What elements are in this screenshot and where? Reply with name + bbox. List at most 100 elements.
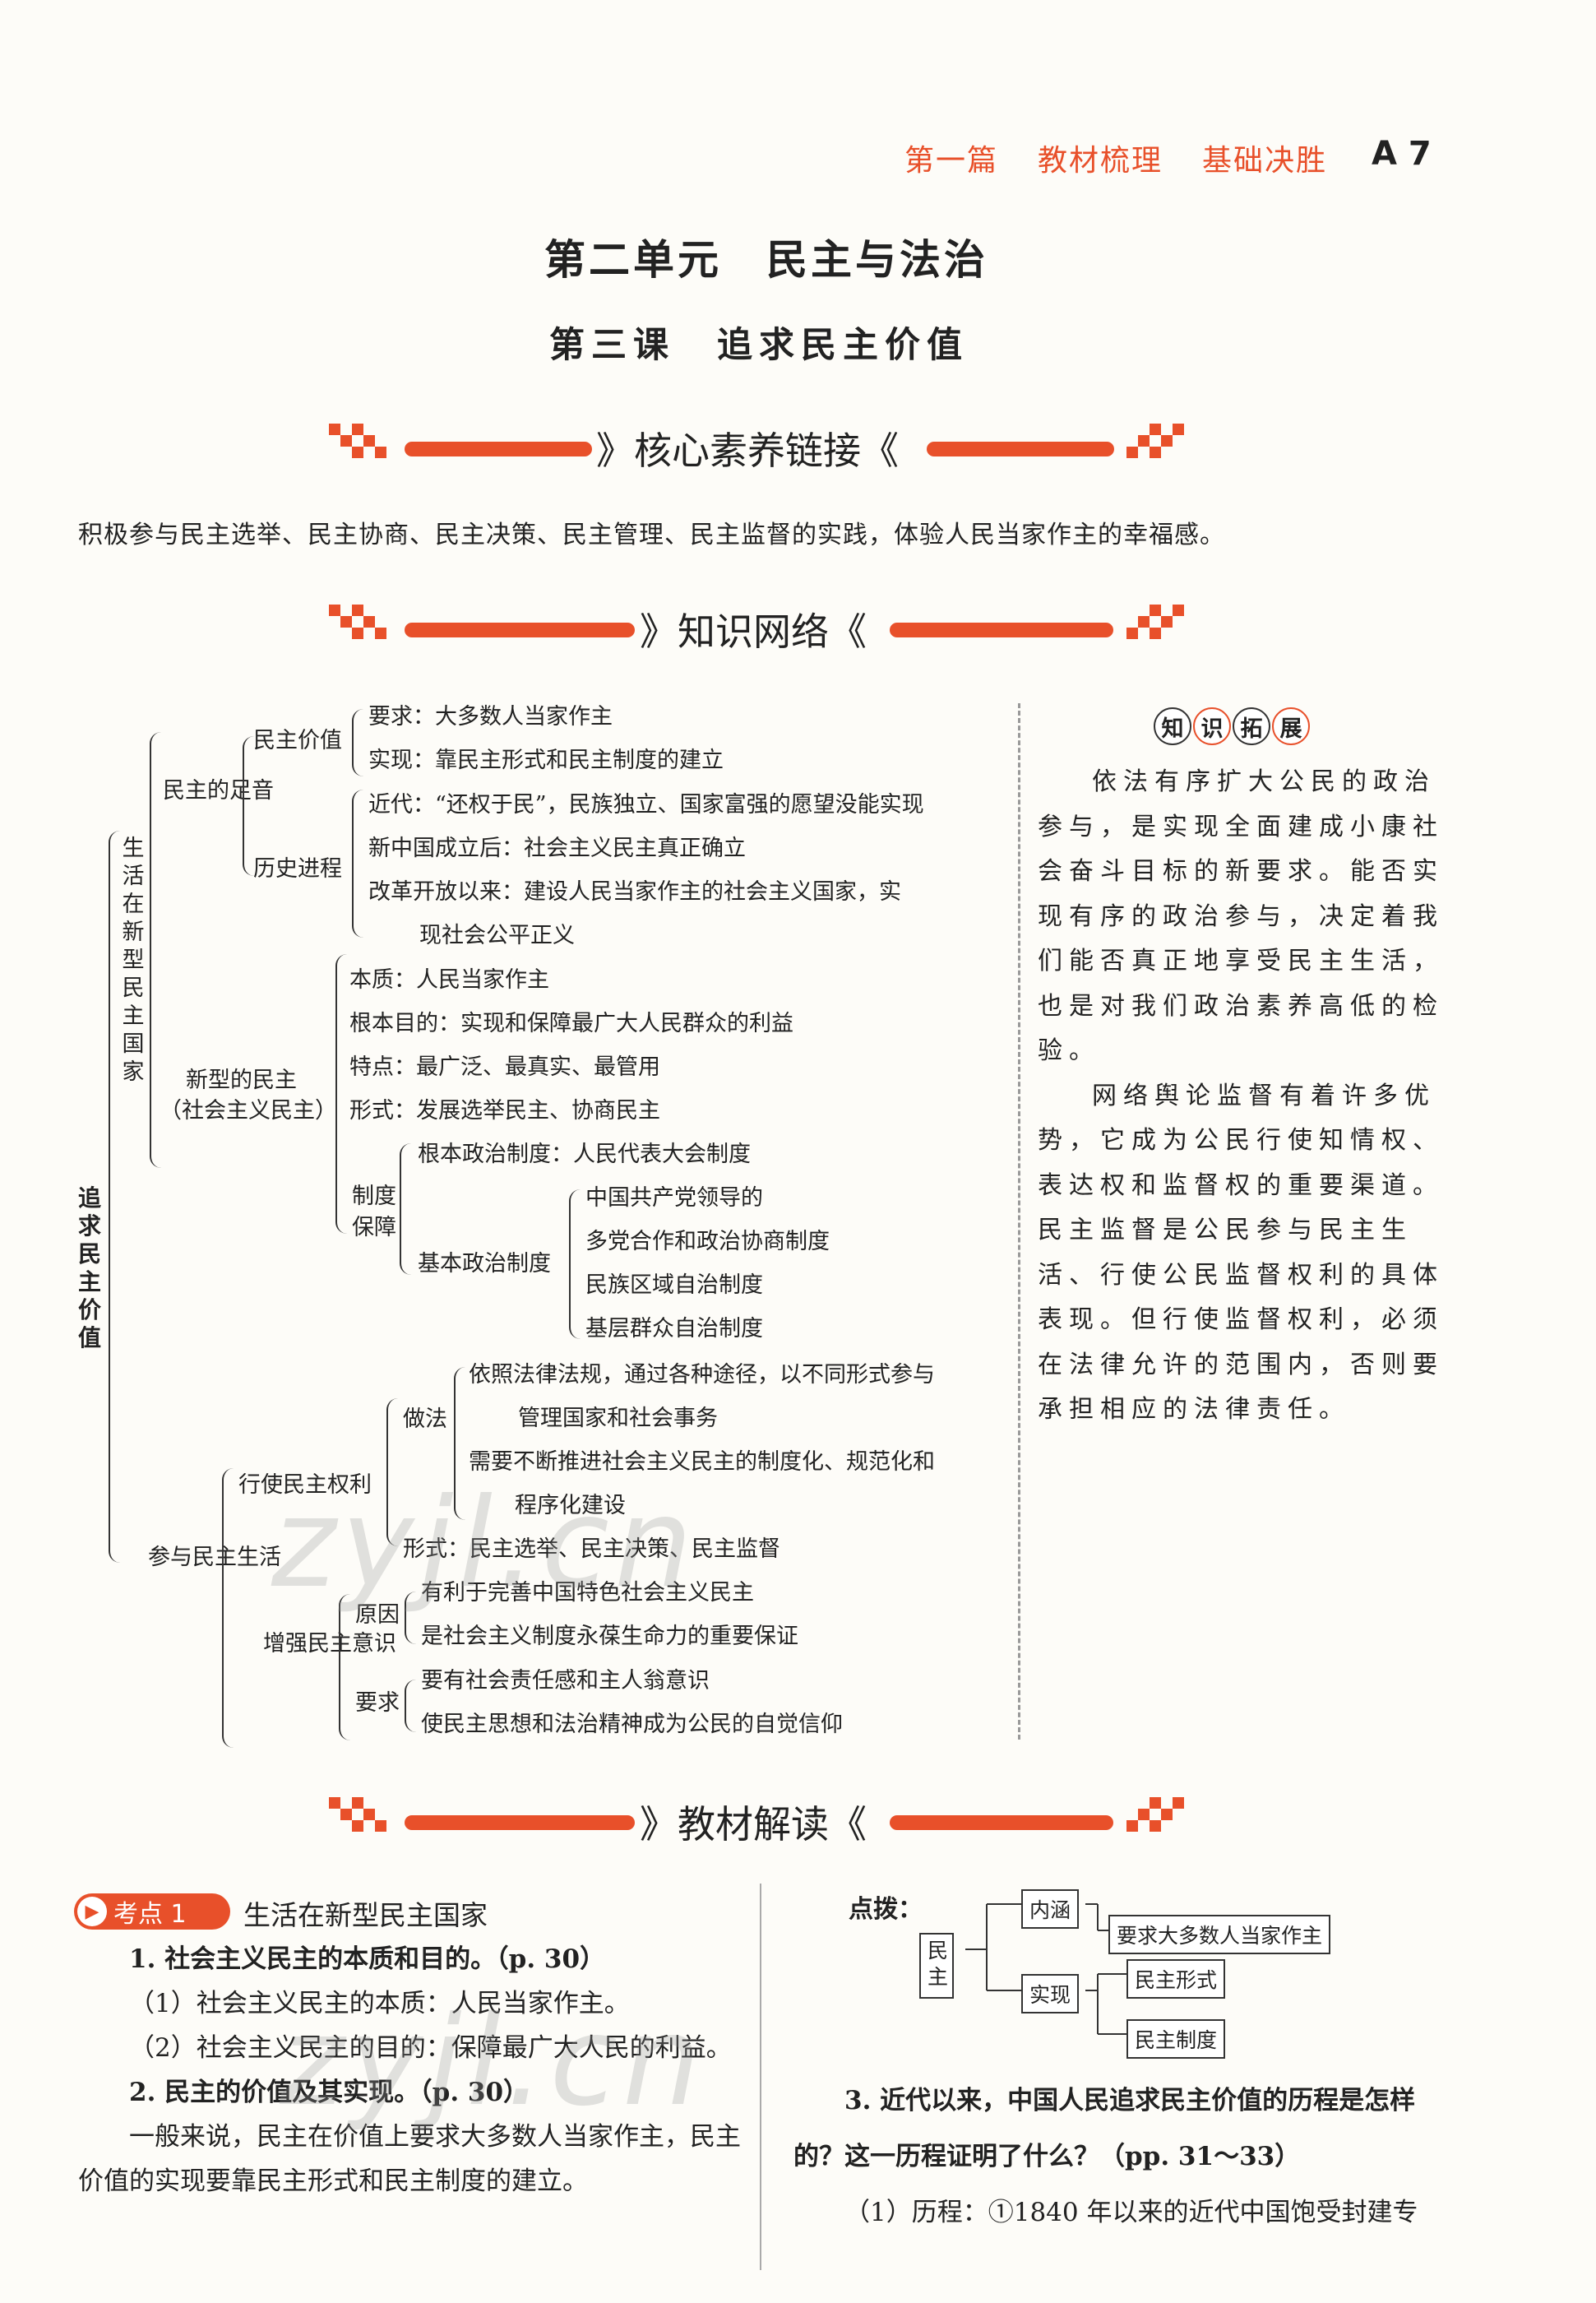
mindmap-item: 形式：发展选举民主、协商民主 — [349, 1098, 660, 1124]
header-part: 第一篇 — [904, 144, 999, 178]
kaodian-content: 1. 社会主义民主的本质和目的。（p. 30） （1）社会主义民主的本质：人民当… — [78, 1937, 744, 2203]
question-2: 2. 民主的价值及其实现。（p. 30） — [129, 2078, 530, 2107]
mindmap-b2: 参与民主生活 — [148, 1545, 281, 1570]
column-divider — [760, 1884, 761, 2270]
banner-deco-left — [329, 424, 395, 458]
mindmap-item: 要求：大多数人当家作主 — [368, 704, 613, 730]
dianbo-shixian-item: 民主形式 — [1126, 1959, 1226, 1999]
mindmap-item: 有利于完善中国特色社会主义民主 — [421, 1580, 754, 1606]
mindmap-b2a1: 做法 — [403, 1406, 447, 1432]
mindmap-b1a2: 历史进程 — [253, 856, 342, 882]
mindmap-item: 现社会公平正义 — [419, 923, 575, 948]
mindmap-b1: 生活在新型民主国家 — [122, 836, 145, 1085]
banner-bar-left — [405, 442, 592, 456]
brace — [386, 1398, 398, 1546]
banner-deco-right — [1126, 424, 1192, 458]
dianbo-neihan-item: 要求大多数人当家作主 — [1108, 1915, 1331, 1954]
banner-deco-right — [1126, 1797, 1192, 1832]
question-1: 1. 社会主义民主的本质和目的。（p. 30） — [129, 1944, 606, 1974]
banner-deco-right — [1126, 605, 1192, 639]
kaodian-tag: ▶ 考点 1 — [74, 1893, 230, 1930]
extension-badge: 知 识 拓 展 — [1154, 707, 1310, 745]
brace — [150, 732, 163, 1168]
mindmap-item: 是社会主义制度永葆生命力的重要保证 — [421, 1624, 798, 1649]
brace — [243, 736, 254, 876]
mindmap-b1b-sys-1: 根本政治制度：人民代表大会制度 — [418, 1142, 751, 1167]
page-number: A 7 — [1372, 135, 1432, 173]
question-3-block: 3. 近代以来，中国人民追求民主价值的历程是怎样的？这一历程证明了什么？（pp.… — [793, 2073, 1451, 2240]
mindmap-b2b2: 要求 — [355, 1690, 400, 1716]
mindmap-b1a: 民主的足音 — [163, 778, 274, 804]
mindmap-b1b-sub: （社会主义民主） — [160, 1098, 337, 1124]
dianbo-connectors — [965, 1903, 1126, 2035]
brace — [339, 1594, 350, 1740]
mindmap-b2b: 增强民主意识 — [263, 1631, 396, 1657]
badge-char: 知 — [1154, 707, 1191, 745]
mindmap-b1b-sys: 制度保障 — [352, 1184, 396, 1240]
mindmap-item: 改革开放以来：建设人民当家作主的社会主义国家，实 — [368, 879, 901, 905]
brace — [454, 1367, 465, 1520]
extension-paragraph: 网络舆论监督有着许多优势，它成为公民行使知情权、表达权和监督权的重要渠道。民主监… — [1038, 1081, 1444, 1425]
answer-3-1: （1）历程：①1840 年以来的近代中国饱受封建专 — [844, 2198, 1418, 2227]
mindmap-item: 管理国家和社会事务 — [518, 1406, 718, 1431]
banner-bar-left — [405, 623, 635, 637]
dianbo-shixian-item: 民主制度 — [1126, 2019, 1226, 2059]
badge-char: 拓 — [1233, 707, 1270, 745]
brace — [335, 954, 349, 1234]
mindmap-item: 依照法律法规，通过各种途径，以不同形式参与 — [469, 1362, 935, 1388]
banner-bar-right — [890, 623, 1113, 637]
mindmap-item: 新中国成立后：社会主义民主真正确立 — [368, 836, 746, 861]
mindmap-b2b1: 原因 — [355, 1602, 400, 1628]
brace — [405, 1592, 416, 1644]
mindmap-b2a: 行使民主权利 — [238, 1472, 372, 1498]
dianbo-shixian: 实现 — [1021, 1974, 1080, 2013]
mindmap-item: 使民主思想和法治精神成为公民的自觉信仰 — [421, 1712, 843, 1737]
play-icon: ▶ — [77, 1897, 107, 1926]
answer-1-1: （1）社会主义民主的本质：人民当家作主。 — [129, 1989, 630, 2018]
lesson-title: 第三课 追求民主价值 — [549, 325, 969, 366]
unit-title: 第二单元 民主与法治 — [544, 235, 988, 284]
brace — [569, 1189, 581, 1339]
mindmap-b1a1: 民主价值 — [253, 728, 342, 753]
banner-bar-right — [927, 442, 1114, 456]
mindmap-item: 实现：靠民主形式和民主制度的建立 — [368, 748, 724, 773]
header-section2: 基础决胜 — [1202, 144, 1328, 178]
brace — [352, 790, 363, 938]
banner-bar-right — [890, 1815, 1113, 1830]
banner-deco-left — [329, 1797, 395, 1832]
mindmap-item: 特点：最广泛、最真实、最管用 — [349, 1054, 660, 1080]
column-divider — [1018, 703, 1020, 1740]
mindmap-item: 民族区域自治制度 — [585, 1272, 763, 1298]
header-section1: 教材梳理 — [1038, 144, 1163, 178]
mindmap-item: 要有社会责任感和主人翁意识 — [421, 1668, 710, 1694]
mindmap-b2a2: 形式：民主选举、民主决策、民主监督 — [403, 1536, 780, 1562]
banner-deco-left — [329, 605, 395, 639]
mindmap-item: 中国共产党领导的 — [585, 1185, 763, 1211]
mindmap-item: 基层群众自治制度 — [585, 1316, 763, 1341]
answer-1-2: （2）社会主义民主的目的：保障最广大人民的利益。 — [129, 2033, 732, 2063]
answer-2: 一般来说，民主在价值上要求大多数人当家作主，民主价值的实现要靠民主形式和民主制度… — [78, 2122, 741, 2196]
mindmap-root: 追求民主价值 — [77, 1184, 101, 1351]
dianbo-center: 民主 — [919, 1933, 954, 1999]
badge-char: 识 — [1193, 707, 1231, 745]
brace — [352, 709, 363, 776]
mindmap-b1b-sys-2: 基本政治制度 — [418, 1251, 551, 1277]
mindmap-item: 近代：“还权于民”，民族独立、国家富强的愿望没能实现 — [368, 792, 924, 818]
kaodian-title: 生活在新型民主国家 — [243, 1899, 488, 1931]
dianbo-neihan: 内涵 — [1021, 1889, 1080, 1929]
section-core-title: 》核心素养链接《 — [596, 429, 899, 473]
extension-text: 依法有序扩大公民的政治参与，是实现全面建成小康社会奋斗目标的新要求。能否实现有序… — [1038, 760, 1449, 1433]
core-text: 积极参与民主选举、民主协商、民主决策、民主管理、民主监督的实践，体验人民当家作主… — [78, 521, 1225, 549]
mindmap-b1b: 新型的民主 — [186, 1068, 297, 1093]
section-network-title: 》知识网络《 — [640, 609, 867, 654]
section-reading-title: 》教材解读《 — [640, 1802, 867, 1847]
extension-paragraph: 依法有序扩大公民的政治参与，是实现全面建成小康社会奋斗目标的新要求。能否实现有序… — [1038, 767, 1444, 1065]
watermark: zyjl.cn — [271, 1472, 698, 1615]
mindmap-item: 本质：人民当家作主 — [349, 967, 549, 993]
brace — [222, 1468, 235, 1748]
badge-char: 展 — [1272, 707, 1310, 745]
brace — [400, 1143, 411, 1275]
brace — [109, 831, 123, 1563]
watermark: zyjl.cn — [280, 1990, 706, 2134]
dianbo-label: 点拨： — [849, 1895, 923, 1924]
